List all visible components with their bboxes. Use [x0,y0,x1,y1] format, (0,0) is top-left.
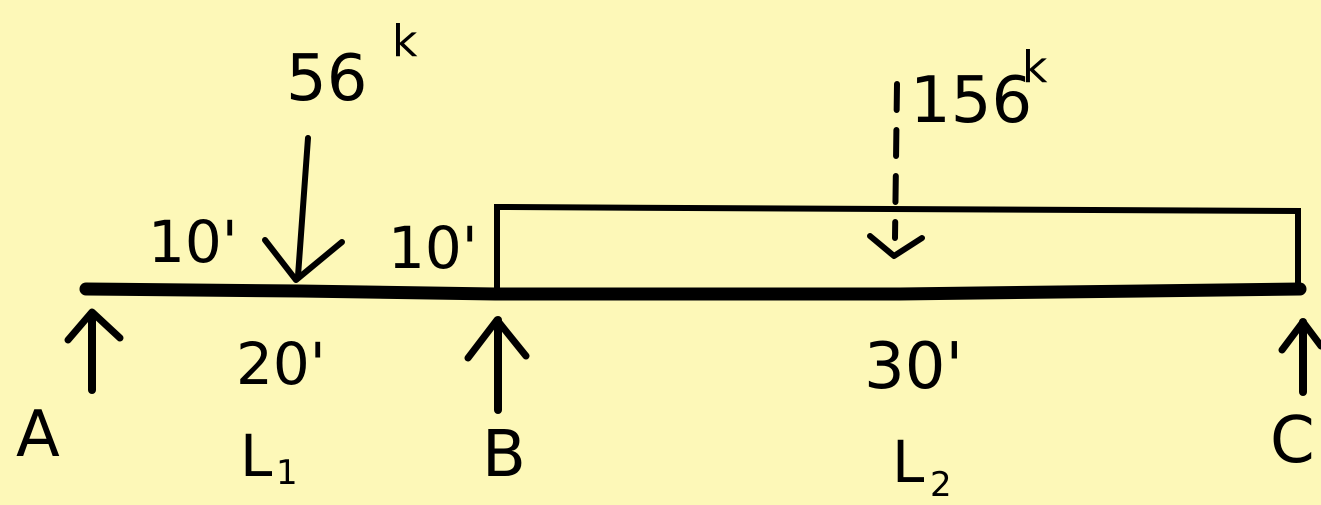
support-label-c: C [1270,404,1315,478]
distributed-load-value: 156 [910,64,1032,138]
segment-label-left: 10' [148,208,238,276]
support-label-b: B [482,418,526,492]
distributed-load-unit: k [1022,42,1048,93]
span-label-1-subscript: 1 [276,453,298,493]
point-load-value: 56 [286,42,367,116]
span-length-1: 20' [236,330,326,398]
beam-line [79,282,1307,301]
point-load-arrow [262,135,345,283]
span-label-1: L [240,422,272,490]
distributed-load-box [494,203,1301,291]
span-length-2: 30' [864,330,963,404]
support-label-a: A [16,398,60,472]
support-arrow-c [1278,318,1321,396]
support-arrow-b [464,316,530,414]
span-label-2: L [892,428,924,496]
span-label-2-subscript: 2 [930,465,952,505]
support-arrow-a [64,308,124,394]
point-load-unit: k [392,16,418,67]
segment-label-right: 10' [388,214,478,282]
distributed-load-resultant-arrow [867,81,925,259]
